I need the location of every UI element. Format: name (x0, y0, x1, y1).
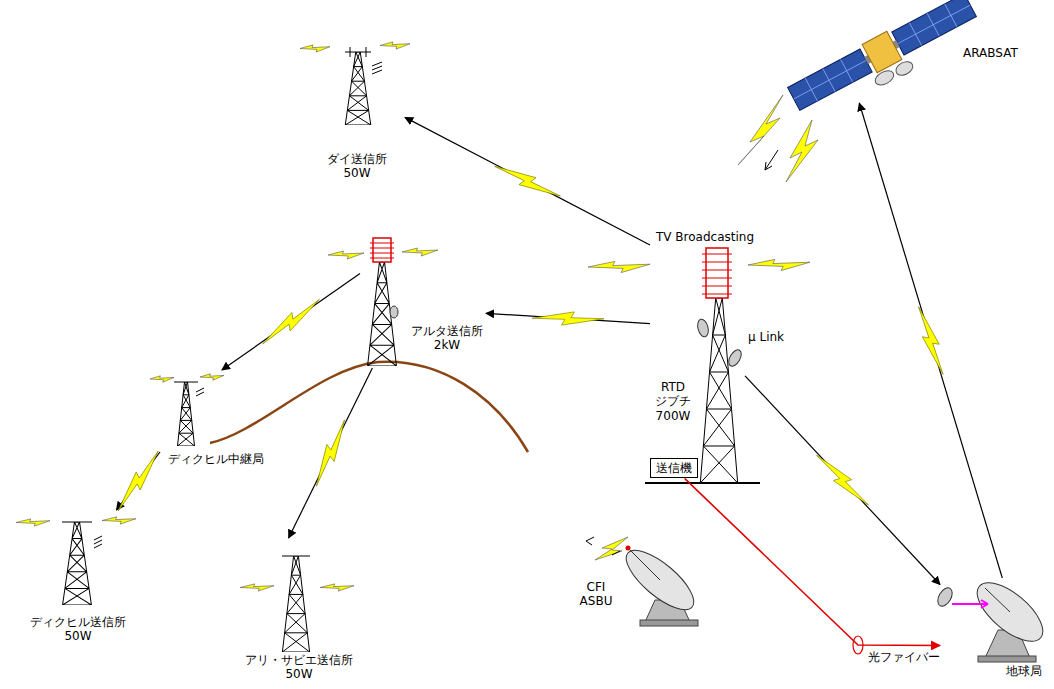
lightning-bolt (308, 418, 352, 489)
satellite (786, 0, 985, 126)
station-label: CFI ASBU (576, 580, 616, 609)
station: アリ・サビエ送信所 50W (235, 538, 360, 686)
dikhil-tower (16, 517, 136, 605)
downlink-bolts (738, 95, 818, 182)
station-label: RTD ジブチ 700W (652, 380, 694, 423)
station-label: ディクヒル送信所 50W (28, 615, 128, 644)
lightning-bolt (914, 304, 948, 377)
radio-link (289, 368, 373, 538)
lightning-bolt (257, 295, 324, 348)
station-label: ARABSAT (963, 46, 1025, 60)
relay-station: ディクヒル中継局 (160, 370, 295, 470)
caption-label: TV Broadcasting (656, 230, 754, 244)
radio-link (859, 103, 1002, 578)
station-label: ダイ送信所 50W (325, 152, 389, 181)
dai-tower (300, 42, 410, 125)
station-label: アリ・サビエ送信所 50W (243, 653, 355, 682)
transmitter-box: 送信機 (650, 458, 698, 478)
station-label: 地球局 (998, 664, 1042, 678)
link-label: μ Link (748, 330, 784, 344)
station: ダイ送信所 50W (310, 40, 405, 190)
satellite-node: ARABSAT (785, 8, 1040, 103)
radio-link (222, 273, 360, 370)
radio-link (745, 376, 940, 585)
station-label: ディクヒル中継局 (168, 452, 272, 466)
arta-tower (328, 238, 438, 366)
rtd-tower (588, 248, 810, 483)
lightning-bolt (532, 309, 605, 327)
station: アルタ送信所 2kW (360, 236, 486, 368)
station-label: 送信機 (656, 461, 692, 475)
ali-sabieh-tower (240, 556, 354, 652)
station-label: アルタ送信所 2kW (410, 324, 484, 353)
dikhil-relay-tower (150, 374, 224, 446)
lightning-bolt (492, 158, 562, 204)
earth-station-node: 地球局 (940, 578, 1048, 680)
earth-station (853, 572, 1052, 662)
lightning-bolt (813, 449, 872, 511)
radio-link (405, 117, 650, 245)
lightning-bolt (111, 448, 165, 514)
station: ディクヒル送信所 50W (20, 510, 135, 646)
fiber-link (685, 478, 940, 645)
link-label: 光ファイバー (866, 650, 942, 664)
dish-node: CFI ASBU (570, 538, 705, 630)
station: RTD ジブチ 700W (650, 245, 745, 455)
